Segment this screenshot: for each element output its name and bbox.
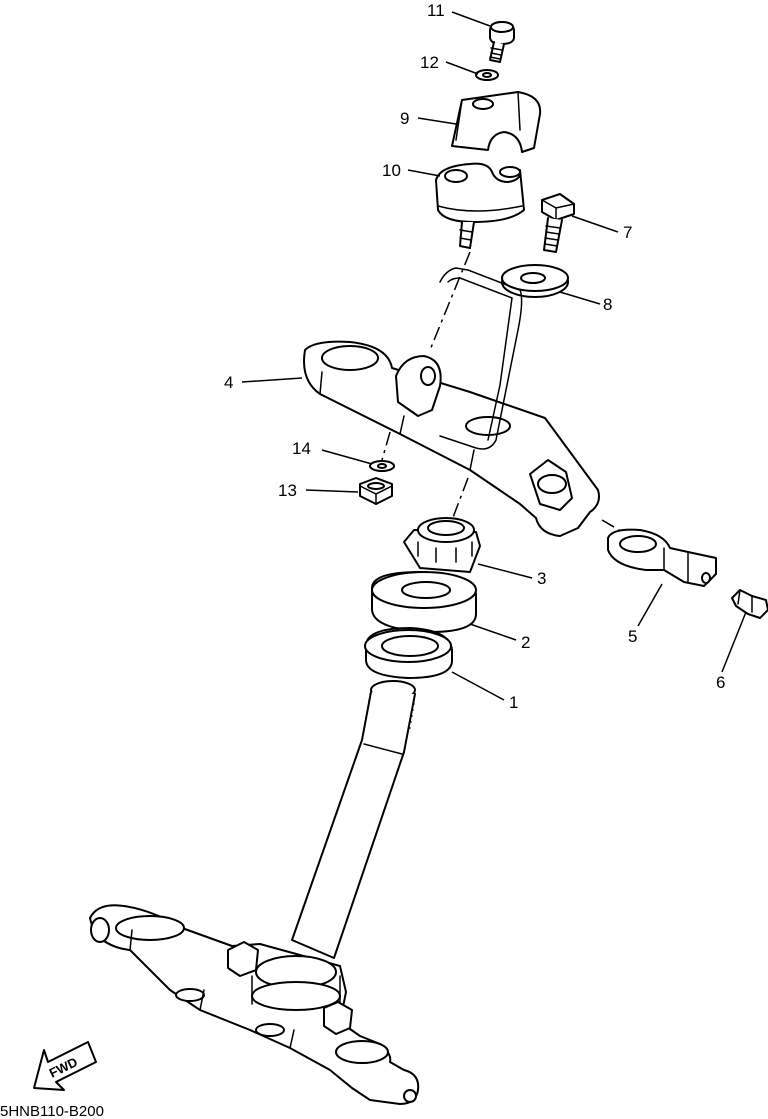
part-13-nut bbox=[359, 477, 393, 505]
part-4-upper-bracket bbox=[303, 267, 600, 537]
callout-10: 10 bbox=[382, 161, 401, 180]
callout-1: 1 bbox=[509, 693, 518, 712]
callout-3: 3 bbox=[537, 569, 546, 588]
part-3-ring-nut bbox=[403, 517, 481, 573]
part-10-lower-holder bbox=[435, 162, 525, 249]
part-5-bracket bbox=[607, 528, 717, 587]
part-7-bolt bbox=[541, 193, 575, 253]
part-6-bolt bbox=[731, 589, 768, 619]
axis-line-upper bbox=[429, 251, 471, 351]
part-8-washer bbox=[501, 264, 569, 298]
part-9-upper-holder bbox=[451, 91, 542, 153]
callout-4: 4 bbox=[224, 373, 233, 392]
callout-6: 6 bbox=[716, 673, 725, 692]
part-2-dust-seal bbox=[371, 571, 477, 633]
forward-direction-arrow: FWD bbox=[33, 1041, 97, 1091]
diagram-code: 5HNB110-B200 bbox=[0, 1103, 104, 1119]
callout-8: 8 bbox=[603, 295, 612, 314]
callout-11: 11 bbox=[427, 1, 445, 20]
axis-line-stem bbox=[451, 477, 469, 521]
part-11-bolt bbox=[489, 21, 515, 63]
callout-14: 14 bbox=[292, 439, 311, 458]
part-12-washer bbox=[475, 69, 499, 81]
callout-13: 13 bbox=[278, 481, 297, 500]
callout-9: 9 bbox=[400, 109, 409, 128]
lower-bracket-steering-stem bbox=[89, 680, 420, 1105]
part-1-bearing bbox=[364, 627, 453, 679]
callout-leaders bbox=[241, 11, 747, 701]
part-14-washer bbox=[369, 460, 395, 472]
callout-5: 5 bbox=[628, 627, 637, 646]
callout-7: 7 bbox=[623, 223, 632, 242]
callout-2: 2 bbox=[521, 633, 530, 652]
callout-12: 12 bbox=[420, 53, 439, 72]
